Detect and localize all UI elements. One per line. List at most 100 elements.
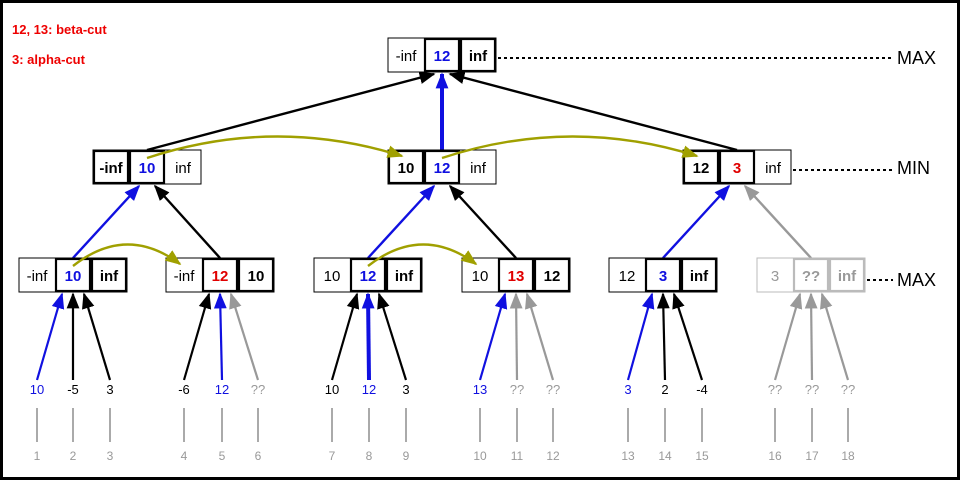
node-cell-value: inf bbox=[395, 268, 414, 285]
node-cell-value: 10 bbox=[472, 268, 489, 285]
edge-max4-to-min2 bbox=[448, 184, 517, 259]
node-cell-value: inf bbox=[175, 160, 192, 177]
pass-arrow-min2-to-min3 bbox=[441, 135, 699, 160]
leaf-edge-9 bbox=[377, 292, 408, 381]
pass-arrow-max3-to-max4 bbox=[367, 243, 478, 267]
leaf-value: 13 bbox=[473, 382, 487, 397]
leaf-edge-4 bbox=[182, 292, 212, 381]
node-cell-value: -inf bbox=[27, 268, 49, 285]
node-cell-value: inf bbox=[765, 160, 782, 177]
leaf-edge-11 bbox=[509, 292, 523, 381]
node-cell-box bbox=[792, 257, 830, 293]
node-cell-value: 12 bbox=[360, 268, 377, 285]
node-cell-box bbox=[682, 149, 720, 185]
node-cell-box bbox=[680, 257, 718, 293]
leaf-edge-15 bbox=[672, 292, 704, 381]
leaf-value: 12 bbox=[362, 382, 376, 397]
leaf-value: -6 bbox=[178, 382, 190, 397]
node-cell-box bbox=[718, 149, 756, 185]
drawing-area bbox=[3, 3, 957, 477]
node-max6: 3?? inf bbox=[756, 257, 866, 293]
node-max3: 10 12 inf bbox=[313, 257, 423, 293]
leaf-value: ?? bbox=[546, 382, 560, 397]
node-cell-box bbox=[201, 257, 239, 293]
leaf-index: 10 bbox=[473, 449, 487, 463]
leaf-index: 15 bbox=[695, 449, 709, 463]
leaf-value: ?? bbox=[805, 382, 819, 397]
leaf-value: ?? bbox=[510, 382, 524, 397]
leaf-value: 3 bbox=[106, 382, 113, 397]
leaf-index: 18 bbox=[841, 449, 855, 463]
leaf-value: -5 bbox=[67, 382, 79, 397]
leaf-index: 14 bbox=[658, 449, 672, 463]
node-cell-value: 3 bbox=[771, 268, 779, 285]
node-cell-box bbox=[349, 257, 387, 293]
leaf-index: 1 bbox=[34, 449, 41, 463]
leaf-value: 10 bbox=[325, 382, 339, 397]
node-cell-value: -inf bbox=[99, 160, 123, 177]
node-cell-value: 12 bbox=[693, 160, 710, 177]
node-cell-value: inf bbox=[100, 268, 119, 285]
node-cell-box bbox=[423, 149, 461, 185]
node-frame bbox=[387, 149, 497, 185]
pass-arrow-min1-to-min2 bbox=[146, 135, 404, 160]
node-cell-box bbox=[54, 257, 92, 293]
pass-arrow-max1-to-max2 bbox=[72, 243, 182, 267]
edge-max6-to-min3 bbox=[743, 184, 812, 259]
leaf-value: ?? bbox=[768, 382, 782, 397]
node-min1: -inf 10 inf bbox=[92, 149, 202, 185]
level-label-middle: MIN bbox=[897, 158, 930, 178]
leaf-index: 13 bbox=[621, 449, 635, 463]
leaf-edge-5 bbox=[213, 292, 227, 381]
leaf-index: 11 bbox=[511, 449, 524, 463]
node-cell-value: 12 bbox=[434, 160, 451, 177]
node-cell-value: 12 bbox=[212, 268, 229, 285]
leaf-edge-8 bbox=[361, 292, 375, 381]
node-cell-value: inf bbox=[690, 268, 709, 285]
node-cell-value: 10 bbox=[324, 268, 341, 285]
leaf-index: 12 bbox=[546, 449, 560, 463]
node-cell-box bbox=[128, 149, 166, 185]
leaf-value: 10 bbox=[30, 382, 44, 397]
leaf-value: 3 bbox=[402, 382, 409, 397]
node-cell-value: 10 bbox=[398, 160, 415, 177]
node-cell-value: 3 bbox=[659, 268, 667, 285]
leaf-index: 17 bbox=[805, 449, 819, 463]
node-cell-value: 10 bbox=[139, 160, 156, 177]
leaf-edge-17 bbox=[804, 292, 818, 381]
node-cell-value: 3 bbox=[733, 160, 741, 177]
leaf-edge-13 bbox=[626, 292, 655, 381]
leaf-index: 3 bbox=[107, 449, 114, 463]
leaf-edge-1 bbox=[35, 292, 65, 381]
node-cell-box bbox=[387, 149, 425, 185]
edge-max5-to-min3 bbox=[662, 184, 731, 259]
node-cell-value: inf bbox=[838, 268, 857, 285]
legend-beta-cut: 12, 13: beta-cut bbox=[12, 22, 107, 37]
node-cell-box bbox=[533, 257, 571, 293]
node-min3: 12 3 inf bbox=[682, 149, 792, 185]
leaf-index: 9 bbox=[403, 449, 410, 463]
leaf-index: 2 bbox=[70, 449, 77, 463]
legend-alpha-cut: 3: alpha-cut bbox=[12, 52, 85, 67]
node-max1: -inf 10 inf bbox=[18, 257, 128, 293]
node-cell-box bbox=[237, 257, 275, 293]
leaf-edge-16 bbox=[773, 292, 803, 381]
node-cell-box bbox=[828, 257, 866, 293]
node-cell-value: inf bbox=[469, 48, 488, 65]
node-frame bbox=[165, 257, 275, 293]
node-cell-box bbox=[644, 257, 682, 293]
node-frame bbox=[682, 149, 792, 185]
node-cell-value: 10 bbox=[65, 268, 82, 285]
leaf-value: 3 bbox=[624, 382, 631, 397]
node-cell-box bbox=[90, 257, 128, 293]
node-cell-value: ?? bbox=[802, 268, 820, 285]
leaf-value: ?? bbox=[251, 382, 265, 397]
leaf-edge-6 bbox=[229, 292, 260, 381]
node-cell-value: 10 bbox=[248, 268, 265, 285]
node-frame bbox=[313, 257, 423, 293]
edge-min1-to-root bbox=[146, 71, 436, 152]
